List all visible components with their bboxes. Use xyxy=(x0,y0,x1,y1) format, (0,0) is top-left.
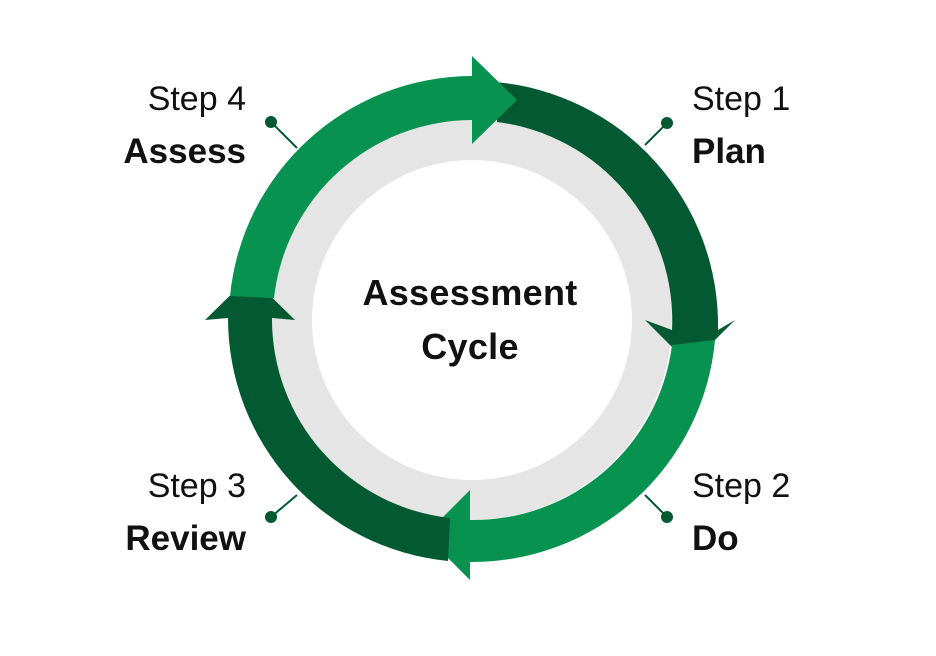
step-4-name: Assess xyxy=(123,132,246,171)
step-3-number: Step 3 xyxy=(147,467,246,505)
center-disc xyxy=(312,160,632,480)
connector-dot-assess xyxy=(265,116,277,128)
connector-dot-review xyxy=(265,511,277,523)
arc-segment-review xyxy=(205,276,450,561)
step-2-number: Step 2 xyxy=(692,467,791,505)
step-1-number: Step 1 xyxy=(692,80,791,118)
step-3-name: Review xyxy=(125,519,246,558)
connector-assess xyxy=(270,121,298,149)
center-title-line1: Assessment xyxy=(362,272,578,313)
step-2-name: Do xyxy=(692,519,739,558)
connector-dot-plan xyxy=(661,117,673,129)
step-1-name: Plan xyxy=(692,132,766,171)
arc-segment-do xyxy=(425,340,715,580)
arc-segment-assess xyxy=(230,56,517,298)
step-4-number: Step 4 xyxy=(147,80,246,118)
arc-segment-plan xyxy=(495,82,735,365)
connector-dot-do xyxy=(661,511,673,523)
center-title-line2: Cycle xyxy=(421,326,519,367)
